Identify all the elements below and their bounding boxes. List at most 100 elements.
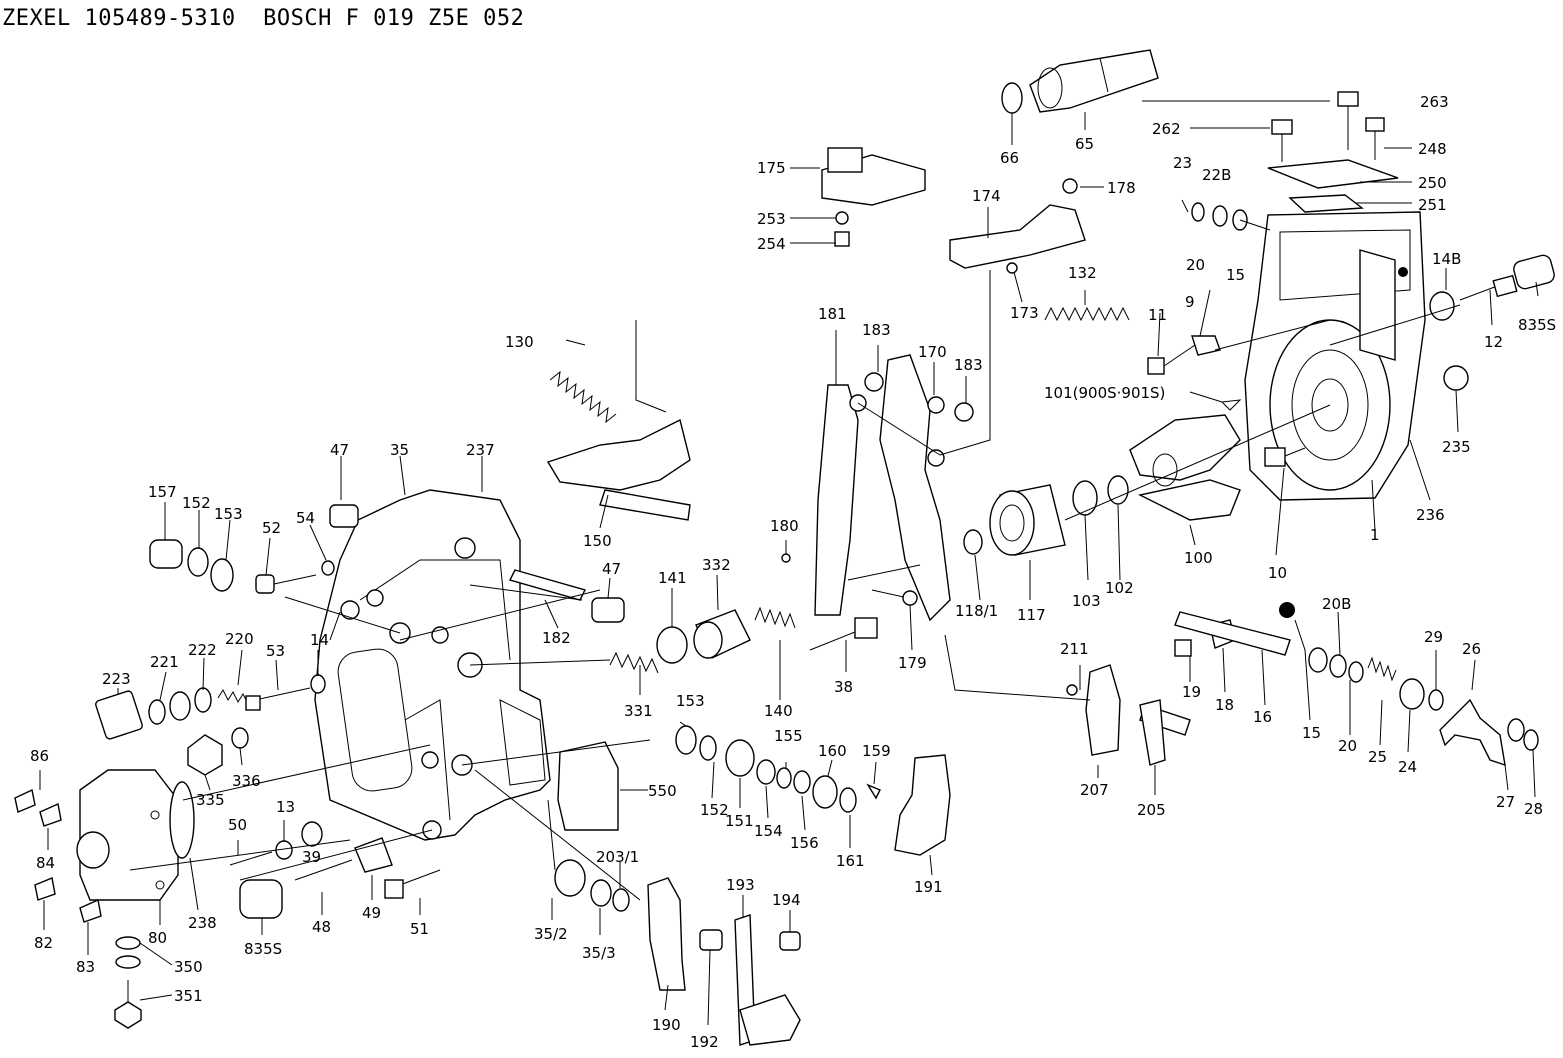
sleeve-117 — [989, 484, 1066, 556]
part-label: 251 — [1418, 196, 1447, 214]
part-label: 263 — [1420, 93, 1449, 111]
part-label: 154 — [754, 822, 783, 840]
part-label: 35/2 — [534, 925, 568, 943]
solenoid — [557, 741, 619, 831]
part-label: 155 — [774, 727, 803, 745]
end-cover — [76, 769, 179, 901]
part-label: 170 — [918, 343, 947, 361]
part-label: 222 — [188, 641, 217, 659]
part-label: 550 — [648, 782, 677, 800]
part-label: 150 — [583, 532, 612, 550]
spring — [549, 370, 617, 424]
part-label: 192 — [690, 1033, 719, 1051]
sensor-assembly — [1029, 49, 1159, 113]
part-label: 237 — [466, 441, 495, 459]
part-labels: 263 262 248 250 251 23 22B 20 15 14B 835… — [30, 93, 1556, 1051]
part-label: 11 — [1148, 306, 1167, 324]
part-label: 15 — [1226, 266, 1245, 284]
part-label: 181 — [818, 305, 847, 323]
part-label: 205 — [1137, 801, 1166, 819]
part-label: 102 — [1105, 579, 1134, 597]
part-label: 194 — [772, 891, 801, 909]
part-label: 1 — [1370, 526, 1380, 544]
part-label: 27 — [1496, 793, 1515, 811]
part-label: 48 — [312, 918, 331, 936]
part-label: 153 — [214, 505, 243, 523]
part-label: 15 — [1302, 724, 1321, 742]
part-label: 101(900S·901S) — [1044, 384, 1165, 402]
part-label: 9 — [1185, 293, 1195, 311]
part-label: 152 — [182, 494, 211, 512]
part-label: 29 — [1424, 628, 1443, 646]
part-label: 190 — [652, 1016, 681, 1034]
part-label: 223 — [102, 670, 131, 688]
part-label: 52 — [262, 519, 281, 537]
part-label: 83 — [76, 958, 95, 976]
part-label: 54 — [296, 509, 315, 527]
part-label: 238 — [188, 914, 217, 932]
part-label: 35 — [390, 441, 409, 459]
part-label: 191 — [914, 878, 943, 896]
part-label: 140 — [764, 702, 793, 720]
part-label: 118/1 — [955, 602, 998, 620]
part-label: 159 — [862, 742, 891, 760]
part-label: 65 — [1075, 135, 1094, 153]
flyweight-carrier — [1129, 414, 1241, 521]
part-label: 20B — [1322, 595, 1351, 613]
part-label: 100 — [1184, 549, 1213, 567]
part-label: 248 — [1418, 140, 1447, 158]
spring — [1044, 306, 1130, 322]
part-label: 19 — [1182, 683, 1201, 701]
part-label: 161 — [836, 852, 865, 870]
part-label: 12 — [1484, 333, 1503, 351]
part-label: 835S — [1518, 316, 1556, 334]
part-label: 84 — [36, 854, 55, 872]
part-label: 183 — [954, 356, 983, 374]
part-label: 16 — [1253, 708, 1272, 726]
cover-plate — [1267, 159, 1399, 189]
part-label: 20 — [1338, 737, 1357, 755]
part-label: 183 — [862, 321, 891, 339]
part-label: 335 — [196, 791, 225, 809]
spring — [1367, 656, 1397, 682]
part-label: 35/3 — [582, 944, 616, 962]
part-label: 24 — [1398, 758, 1417, 776]
part-label: 103 — [1072, 592, 1101, 610]
part-label: 180 — [770, 517, 799, 535]
part-label: 28 — [1524, 800, 1543, 818]
part-label: 160 — [818, 742, 847, 760]
part-label: 22B — [1202, 166, 1231, 184]
governor-housing — [1244, 211, 1426, 501]
part-label: 193 — [726, 876, 755, 894]
part-label: 25 — [1368, 748, 1387, 766]
part-label: 178 — [1107, 179, 1136, 197]
part-label: 157 — [148, 483, 177, 501]
part-label: 141 — [658, 569, 687, 587]
part-label: 211 — [1060, 640, 1089, 658]
part-label: 38 — [834, 678, 853, 696]
part-label: 220 — [225, 630, 254, 648]
part-label: 175 — [757, 159, 786, 177]
part-label: 156 — [790, 834, 819, 852]
part-label: 152 — [700, 801, 729, 819]
part-label: 18 — [1215, 696, 1234, 714]
part-label: 130 — [505, 333, 534, 351]
part-label: 174 — [972, 187, 1001, 205]
part-label: 207 — [1080, 781, 1109, 799]
part-label: 80 — [148, 929, 167, 947]
part-label: 117 — [1017, 606, 1046, 624]
part-label: 253 — [757, 210, 786, 228]
spring — [609, 651, 659, 674]
part-label: 47 — [602, 560, 621, 578]
bracket-191 — [894, 754, 951, 856]
part-label: 835S — [244, 940, 282, 958]
part-label: 132 — [1068, 264, 1097, 282]
part-label: 26 — [1462, 640, 1481, 658]
part-label: 203/1 — [596, 848, 639, 866]
part-label: 331 — [624, 702, 653, 720]
part-label: 254 — [757, 235, 786, 253]
part-label: 47 — [330, 441, 349, 459]
part-label: 153 — [676, 692, 705, 710]
seal-ring — [1001, 82, 1023, 114]
